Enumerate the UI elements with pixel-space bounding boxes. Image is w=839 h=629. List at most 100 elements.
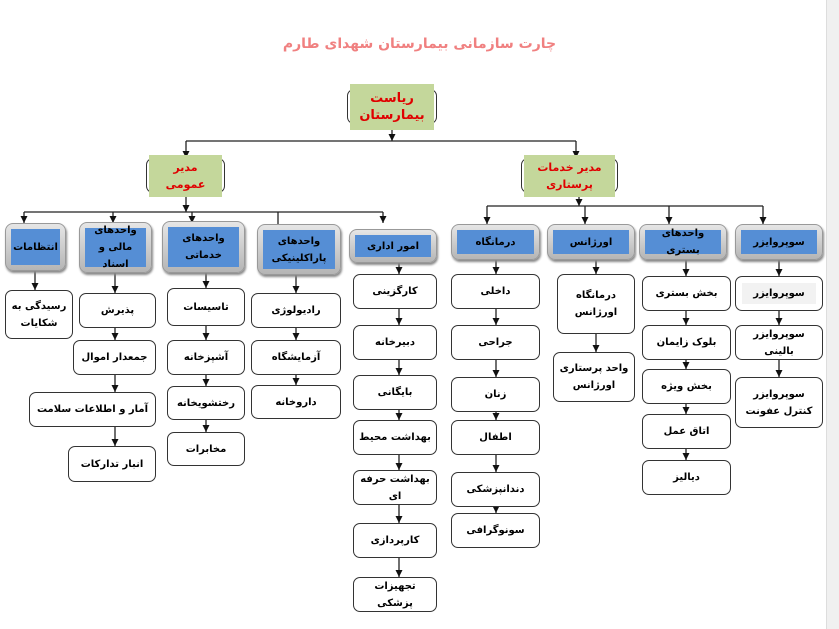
unit-item-label: بخش بستری (655, 288, 718, 299)
scrollbar[interactable] (826, 0, 839, 629)
unit-item: جمعدار اموال (73, 340, 156, 375)
unit-item-label: رادیولوژی (271, 305, 321, 316)
unit-item: رختشویخانه (167, 386, 245, 420)
arrowhead-icon (575, 199, 583, 206)
unit-item-label: کارپردازی (370, 535, 420, 546)
unit-header: سوپروایزر (735, 224, 823, 260)
unit-item: تجهیزات پزشکی (353, 577, 437, 612)
unit-item-label: کارگزینی (372, 286, 418, 297)
unit-item-label: بلوک زایمان (656, 337, 717, 348)
unit-item-label: داروخانه (275, 396, 317, 408)
arrowhead-icon (202, 379, 210, 386)
arrowhead-icon (759, 217, 767, 224)
unit-header-label: واحدهای خدماتی (168, 227, 239, 267)
manager-general-label: مدیر عمومی (149, 154, 222, 197)
unit-item-label: دندانپزشکی (466, 484, 525, 495)
unit-item-label: آزمایشگاه (271, 352, 321, 363)
unit-item-label: داخلی (480, 286, 511, 297)
unit-item: بایگانی (353, 375, 437, 410)
unit-item-label: جراحی (478, 337, 513, 348)
arrowhead-icon (483, 217, 491, 224)
arrowhead-icon (492, 318, 500, 325)
chart-title: چارت سازمانی بیمارستان شهدای طارم (282, 36, 557, 52)
arrowhead-icon (292, 378, 300, 385)
unit-item: درمانگاه اورژانس (557, 274, 635, 334)
arrowhead-icon (202, 425, 210, 432)
unit-item: بخش ویژه (642, 369, 731, 404)
arrowhead-icon (492, 465, 500, 472)
unit-item-label: دیالیز (673, 472, 700, 483)
unit-item: جراحی (451, 325, 540, 360)
arrowhead-icon (395, 516, 403, 523)
unit-item-label: درمانگاه اورژانس (574, 290, 618, 318)
unit-header: درمانگاه (451, 224, 540, 260)
unit-item: بهداشت حرفه ای (353, 470, 437, 505)
unit-item: دندانپزشکی (451, 472, 540, 507)
unit-item: بهداشت محیط (353, 420, 437, 455)
unit-header: انتظامات (5, 223, 66, 271)
manager-general: مدیر عمومی (146, 154, 225, 197)
arrowhead-icon (292, 286, 300, 293)
unit-header-label: واحدهای مالی و اسناد (85, 225, 146, 270)
unit-item: اطفال (451, 420, 540, 455)
arrowhead-icon (31, 283, 39, 290)
unit-item: بلوک زایمان (642, 325, 731, 360)
unit-header-label: درمانگاه (457, 230, 534, 254)
unit-header: واحدهای مالی و اسناد (79, 222, 152, 273)
arrowhead-icon (775, 370, 783, 377)
unit-item-label: بخش ویژه (661, 381, 712, 392)
unit-item: بخش بستری (642, 276, 731, 311)
unit-item-label: بایگانی (377, 387, 413, 398)
arrowhead-icon (379, 216, 387, 223)
unit-item-label: تجهیزات پزشکی (374, 580, 416, 609)
arrowhead-icon (20, 216, 28, 223)
unit-header-label: واحدهای بستری (645, 228, 721, 256)
arrowhead-icon (395, 267, 403, 274)
arrowhead-icon (182, 205, 190, 212)
arrowhead-icon (202, 333, 210, 340)
arrowhead-icon (492, 370, 500, 377)
arrowhead-icon (188, 216, 196, 223)
unit-item: رسیدگی به شکایات (5, 290, 73, 339)
unit-item: کارگزینی (353, 274, 437, 309)
arrowhead-icon (581, 217, 589, 224)
unit-item-label: دبیرخانه (375, 337, 415, 348)
unit-item-label: مخابرات (185, 443, 227, 455)
unit-item: اتاق عمل (642, 414, 731, 449)
unit-item-label: جمعدار اموال (81, 352, 148, 363)
unit-item: آشپزخانه (167, 340, 245, 375)
arrowhead-icon (682, 407, 690, 414)
arrowhead-icon (109, 216, 117, 223)
unit-item: کارپردازی (353, 523, 437, 558)
unit-item-label: اتاق عمل (663, 426, 710, 437)
unit-item: زنان (451, 377, 540, 412)
unit-item-label: رختشویخانه (176, 397, 236, 409)
unit-item: دیالیز (642, 460, 731, 495)
unit-header: واحدهای بستری (639, 224, 727, 260)
arrowhead-icon (395, 570, 403, 577)
unit-item: آمار و اطلاعات سلامت (29, 392, 156, 427)
arrowhead-icon (682, 453, 690, 460)
arrowhead-icon (592, 345, 600, 352)
unit-item: انبار تدارکات (68, 446, 156, 482)
unit-item-label: آمار و اطلاعات سلامت (36, 404, 149, 415)
arrowhead-icon (492, 413, 500, 420)
arrowhead-icon (682, 269, 690, 276)
arrowhead-icon (682, 362, 690, 369)
unit-item: داخلی (451, 274, 540, 309)
arrowhead-icon (388, 134, 396, 141)
unit-item-label: اطفال (479, 432, 512, 443)
arrowhead-icon (202, 281, 210, 288)
unit-header: واحدهای خدماتی (162, 221, 245, 273)
unit-item: داروخانه (251, 385, 341, 419)
root-node-label: ریاست بیمارستان (350, 83, 434, 130)
arrowhead-icon (492, 267, 500, 274)
manager-nursing: مدیر خدمات پرستاری (521, 154, 618, 197)
arrowhead-icon (111, 286, 119, 293)
unit-item-label: رسیدگی به شکایات (11, 300, 67, 329)
unit-item-label: تاسیسات (183, 301, 229, 313)
arrowhead-icon (292, 333, 300, 340)
unit-item-label: آشپزخانه (183, 352, 229, 363)
arrowhead-icon (111, 333, 119, 340)
manager-nursing-label: مدیر خدمات پرستاری (524, 154, 615, 197)
